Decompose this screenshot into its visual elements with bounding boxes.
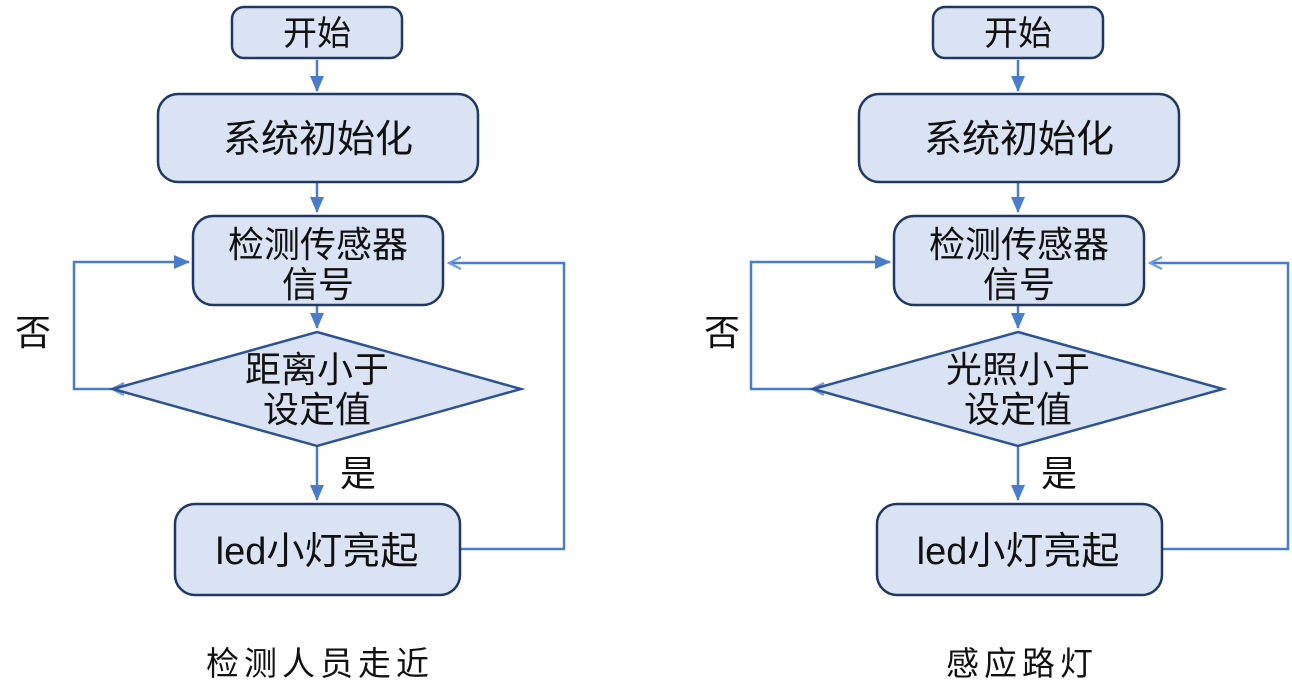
init-node-label: 系统初始化	[924, 119, 1114, 161]
flowchart-caption: 感应路灯	[946, 644, 1098, 683]
decision-diamond	[108, 330, 526, 448]
action-node-label: led小灯亮起	[917, 531, 1120, 573]
decision-label-line1: 距离小于	[245, 349, 389, 390]
start-node-label: 开始	[283, 15, 351, 53]
sense-node-label-line2: 信号	[983, 264, 1055, 305]
sense-node-label-line1: 检测传感器	[929, 224, 1109, 265]
decision-label-line2: 设定值	[964, 389, 1072, 430]
connector-no-loop	[749, 255, 891, 396]
sense-node	[191, 214, 445, 307]
flowchart-caption: 检测人员走近	[206, 644, 434, 683]
flowchart-left: 开始 系统初始化 检测传感器 信号 距离小于 设定值 led小灯亮起 否 是 检…	[15, 5, 566, 683]
start-node-label: 开始	[984, 15, 1052, 53]
yes-label: 是	[1041, 453, 1077, 494]
flowchart-right: 开始 系统初始化 检测传感器 信号 光照小于 设定值 led小灯亮起 否 是 感…	[704, 5, 1290, 683]
action-node	[875, 502, 1164, 597]
connector-action-loop	[1147, 256, 1290, 551]
start-node	[230, 5, 404, 60]
sense-node-label-line2: 信号	[282, 264, 354, 305]
sense-node	[892, 214, 1146, 307]
init-node	[156, 92, 480, 184]
start-node	[931, 5, 1105, 60]
yes-label: 是	[340, 453, 376, 494]
decision-label-line2: 设定值	[263, 389, 371, 430]
no-label: 否	[704, 312, 740, 353]
init-node-label: 系统初始化	[223, 119, 413, 161]
action-node-label: led小灯亮起	[216, 531, 419, 573]
connector-no-loop	[72, 255, 190, 396]
init-node	[857, 92, 1181, 184]
connector-action-loop	[446, 256, 566, 551]
decision-label-line1: 光照小于	[946, 349, 1090, 390]
decision-diamond	[808, 330, 1228, 448]
action-node	[173, 502, 462, 597]
no-label: 否	[15, 312, 51, 353]
sense-node-label-line1: 检测传感器	[228, 224, 408, 265]
